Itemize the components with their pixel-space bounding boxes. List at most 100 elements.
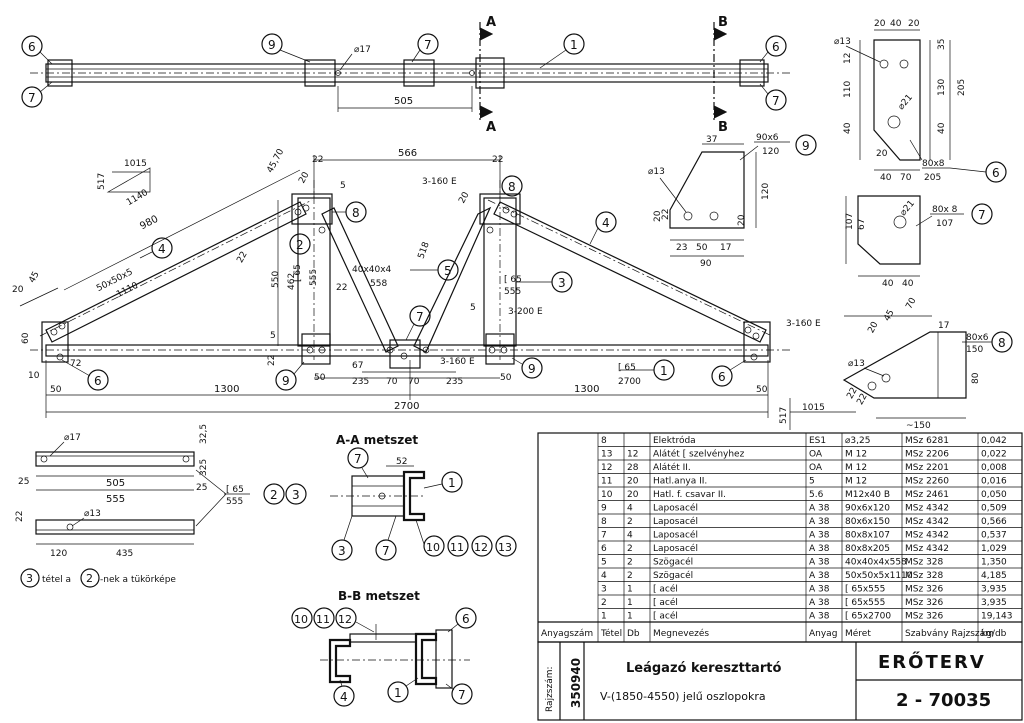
callout-3-part23: 3	[285, 483, 307, 505]
bom-cell: MSz 326	[905, 585, 944, 595]
svg-text:6: 6	[462, 612, 470, 626]
p8-dim-22b: 22	[855, 392, 869, 407]
label-558: 558	[370, 279, 387, 289]
p9-dim-90: 90	[700, 259, 712, 269]
svg-text:12: 12	[338, 613, 352, 626]
dim-22-top-right: 22	[492, 155, 503, 165]
bom-cell: MSz 326	[905, 598, 944, 608]
bom-cell: 3,935	[981, 585, 1007, 595]
bom-header: Tétel	[600, 628, 622, 639]
bom-cell: 0,042	[981, 436, 1007, 446]
bom-cell: 0,537	[981, 531, 1007, 541]
p7-size: 80x 8	[932, 205, 958, 215]
section-b-label-bottom: B	[718, 120, 728, 135]
svg-text:8: 8	[998, 336, 1006, 350]
dim-20-left: 20	[12, 285, 24, 295]
p6-dim-40: 40	[890, 19, 902, 29]
bom-cell: MSz 2201	[905, 463, 949, 473]
p6-dim-20a: 20	[874, 19, 886, 29]
bom-cell: Szögacél	[653, 557, 693, 568]
dim-1300-left: 1300	[214, 384, 239, 395]
p9-dim-17: 17	[720, 243, 731, 253]
bom-cell: 13	[601, 450, 612, 460]
callout-7-truss: 7	[409, 305, 431, 327]
p6-dim-40c: 40	[937, 122, 947, 134]
plate-7-detail: 107 67 ⌀21 80x 8 107 40 40 7	[845, 195, 993, 289]
dim-235-right: 235	[446, 377, 463, 387]
mirror-note-text-a: tétel a	[42, 574, 71, 585]
svg-text:4: 4	[602, 216, 610, 230]
dim-235-left: 235	[352, 377, 369, 387]
bom-cell: 80x8x107	[845, 531, 890, 541]
bom-header: kg/db	[981, 629, 1007, 639]
callout-6-top-left: 6	[21, 35, 43, 57]
bom-cell: 11	[601, 477, 612, 487]
bom-cell: 0,016	[981, 477, 1007, 487]
callout-6-truss-right: 6	[711, 365, 733, 387]
callout-7-aa-bottom: 7	[375, 539, 397, 561]
dim-518: 518	[416, 240, 431, 260]
p7-dim-40b: 40	[902, 279, 914, 289]
mirror-note-part: 3	[26, 572, 33, 585]
callout-4-bb: 4	[333, 685, 355, 707]
bom-cell: 2	[627, 558, 633, 568]
dim-550: 550	[271, 271, 281, 288]
mirror-note-text-b: -nek a tükörképe	[100, 574, 176, 585]
bom-cell: 90x6x120	[845, 504, 890, 514]
part23-dim-555: 555	[106, 494, 125, 505]
p6-size: 80x8	[922, 159, 945, 169]
dim-5-lower-right: 5	[470, 303, 476, 313]
bom-cell: 80x6x150	[845, 517, 890, 527]
dim-50-mid-right: 50	[500, 373, 512, 383]
p9-size: 90x6	[756, 133, 779, 143]
callout-7-top-mid: 7	[417, 33, 439, 55]
p7-dim-67: 67	[857, 219, 867, 230]
callout-2-part23: 2	[263, 483, 285, 505]
bom-header: Anyagszám	[541, 629, 593, 639]
bom-cell: 2	[627, 544, 633, 554]
phi17-top: ⌀17	[354, 45, 371, 55]
svg-text:2: 2	[296, 238, 304, 252]
p6-phi13: ⌀13	[834, 37, 851, 47]
bom-cell: 50x50x5x1110	[845, 571, 913, 581]
bom-cell: MSz 328	[905, 558, 944, 568]
svg-text:7: 7	[28, 91, 36, 105]
callout-3-truss: 3	[551, 271, 573, 293]
drawing-number: 2 - 70035	[896, 690, 991, 711]
p6-dim-130: 130	[937, 79, 947, 96]
bom-cell: 1	[601, 612, 607, 622]
bom-cell: Laposacél	[653, 516, 698, 527]
plate-9-detail: 37 90x6 120 ⌀13 120 20 22 20 23 50 17 90…	[648, 133, 817, 269]
bom-header: Anyag	[809, 629, 837, 639]
p8-phi13: ⌀13	[848, 359, 865, 369]
svg-text:8: 8	[352, 206, 360, 220]
p9-dim-23: 23	[676, 243, 687, 253]
section-bb-title: B-B metszet	[338, 589, 420, 603]
bom-cell: MSz 6281	[905, 436, 949, 446]
bom-cell: A 38	[809, 585, 830, 595]
p9-dim-50: 50	[696, 243, 708, 253]
svg-text:9: 9	[802, 139, 810, 153]
bom-cell: A 38	[809, 612, 830, 622]
dim-70-right: 70	[408, 377, 420, 387]
weld-3-200: 3-200 E	[508, 307, 543, 317]
bom-cell: M 12	[845, 477, 867, 487]
callout-8-truss-right: 8	[501, 175, 523, 197]
callout-7-aa-top: 7	[347, 447, 369, 469]
bom-cell: [ acél	[653, 597, 678, 608]
bom-cell: MSz 2206	[905, 450, 949, 460]
bom-header: Db	[627, 629, 640, 639]
svg-text:8: 8	[508, 180, 516, 194]
svg-text:9: 9	[282, 374, 290, 388]
bom-cell: MSz 4342	[905, 544, 949, 554]
bom-cell: Laposacél	[653, 503, 698, 514]
bom-cell: 5	[601, 558, 607, 568]
bom-cell: Elektróda	[653, 435, 696, 446]
bom-cell: MSz 2260	[905, 477, 949, 487]
svg-text:7: 7	[416, 310, 424, 324]
callout-9-plate: 9	[795, 134, 817, 156]
label-40x40x4: 40x40x4	[352, 265, 392, 275]
part23-dim-22: 22	[15, 511, 25, 522]
dim-50-mid-left: 50	[314, 373, 326, 383]
p8-len: 150	[966, 345, 983, 355]
